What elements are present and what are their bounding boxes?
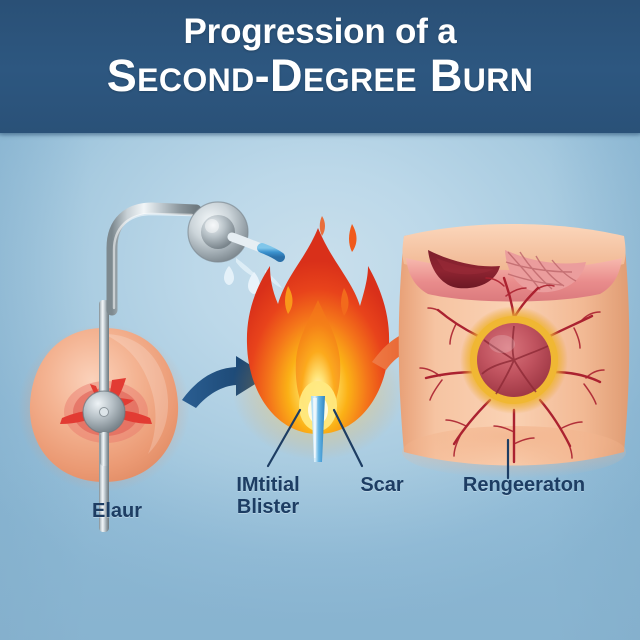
granulation-tissue bbox=[505, 250, 586, 293]
arm-highlight bbox=[112, 212, 194, 310]
label-scar: Scar bbox=[360, 474, 404, 496]
wound-vessels bbox=[481, 325, 549, 395]
stage-flame-illustration bbox=[232, 216, 404, 462]
skin-highlight bbox=[104, 334, 169, 454]
rod-lower bbox=[100, 432, 109, 466]
nozzle-blue-tip bbox=[257, 243, 285, 262]
banner-shadow-strip bbox=[0, 133, 640, 137]
label-regeneration: Rengeeraton bbox=[462, 474, 586, 496]
applicator-arm bbox=[106, 202, 202, 316]
title-banner: Progression of a Second-Degree Burn bbox=[0, 0, 640, 133]
leader-lines bbox=[266, 408, 510, 480]
disc-hub bbox=[201, 215, 235, 249]
page-title-line1: Progression of a bbox=[183, 12, 457, 51]
title-block: Progression of a Second-Degree Burn bbox=[0, 14, 640, 99]
leader-line-blister bbox=[266, 408, 302, 468]
cavity-sheen bbox=[436, 258, 494, 275]
label-erythema: Elaur bbox=[91, 500, 143, 522]
vial-highlight bbox=[313, 398, 317, 458]
stage-regeneration-illustration bbox=[398, 224, 630, 478]
water-droplets bbox=[224, 258, 282, 294]
wound-highlight bbox=[489, 335, 515, 353]
label-initial-blister: IMtitial Blister bbox=[236, 474, 300, 519]
knob-center bbox=[99, 407, 109, 417]
stage-erythema-illustration bbox=[18, 300, 190, 532]
leader-line-scar bbox=[332, 408, 364, 468]
page-title-line2: Second-Degree Burn bbox=[106, 49, 534, 101]
shower-applicator-illustration bbox=[106, 201, 285, 316]
flame-sparks bbox=[285, 216, 357, 316]
